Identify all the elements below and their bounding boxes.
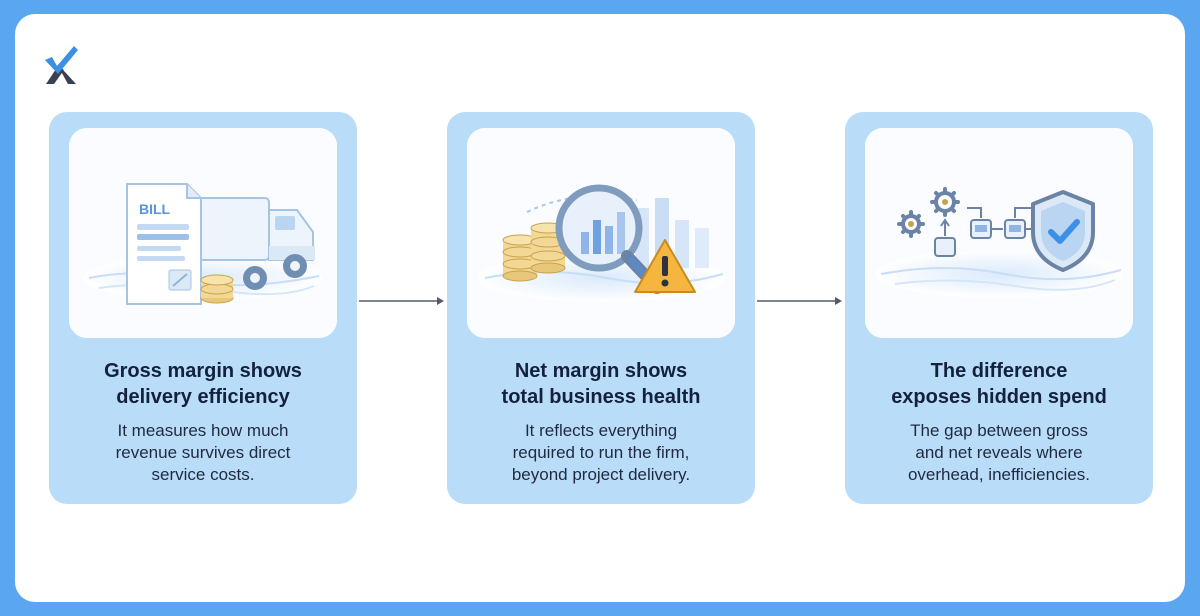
- diagram-canvas: BILL Gross margin shows delivery efficie…: [15, 14, 1185, 602]
- bill-label: BILL: [139, 201, 171, 217]
- card-title: Net margin shows total business health: [501, 360, 701, 408]
- card-difference: The difference exposes hidden spend The …: [845, 112, 1153, 504]
- bill-truck-coins-icon: BILL: [69, 128, 337, 338]
- arrow-right-icon: [757, 297, 842, 305]
- brand-logo-icon: [43, 44, 79, 86]
- card-title: Gross margin shows delivery efficiency: [104, 360, 302, 408]
- arrow-right-icon: [359, 297, 444, 305]
- card-gross-margin: BILL Gross margin shows delivery efficie…: [49, 112, 357, 504]
- card-description: It reflects everything required to run t…: [511, 421, 691, 484]
- card-description: It measures how much revenue survives di…: [115, 421, 291, 484]
- gears-workflow-shield-icon: [865, 128, 1133, 338]
- card-net-margin: Net margin shows total business health I…: [447, 112, 755, 504]
- magnifier-coins-warning-icon: [467, 128, 735, 338]
- card-title: The difference exposes hidden spend: [891, 360, 1107, 408]
- card-description: The gap between gross and net reveals wh…: [907, 421, 1091, 484]
